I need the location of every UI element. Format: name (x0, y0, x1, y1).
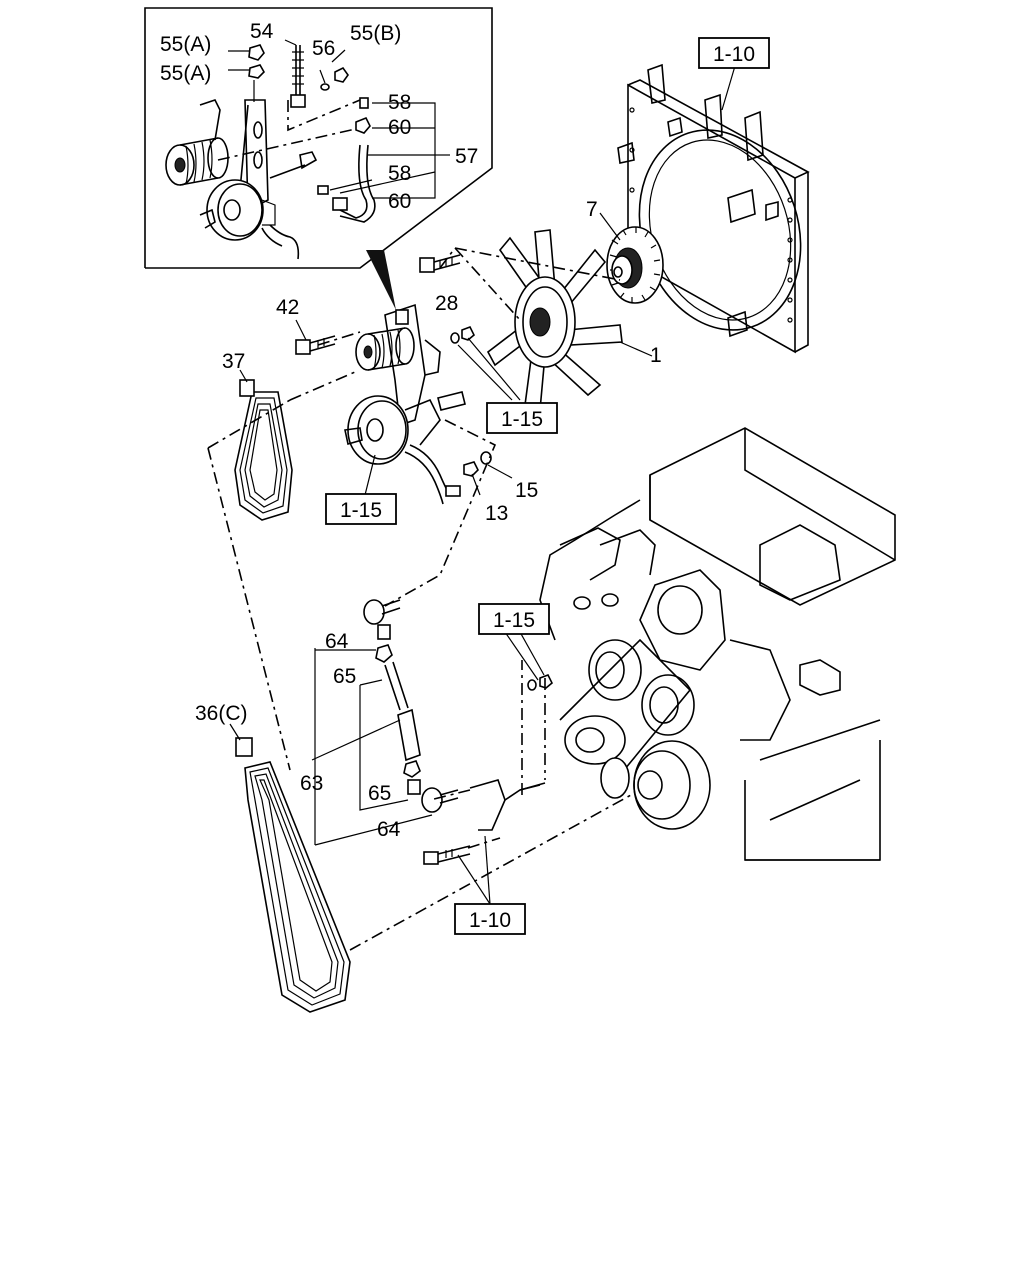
hose-route (384, 419, 497, 607)
ref-leader-mid (504, 631, 539, 681)
ref-label: 1-15 (340, 499, 382, 522)
inset-pointer (366, 250, 396, 310)
ref-leader-left (364, 454, 376, 496)
ref-leader-mid-2 (519, 631, 545, 676)
callout-64: 64 (325, 630, 349, 653)
ref-leader-bottom-2 (484, 835, 491, 905)
ref-box-1-10-top: 1-10 (698, 37, 770, 69)
callout-65: 65 (333, 665, 356, 688)
fan-clutch (599, 212, 664, 304)
ref-leader (721, 65, 736, 111)
callout-60: 60 (388, 190, 411, 213)
callout-65: 65 (368, 782, 391, 805)
fan-center-line (454, 247, 621, 281)
bracket-line (429, 789, 471, 801)
idler-assembly (295, 254, 521, 505)
callout-60: 60 (388, 116, 411, 139)
callout-63: 63 (300, 772, 323, 795)
callout-58: 58 (388, 91, 411, 114)
callout-42: 42 (276, 296, 299, 319)
callout-7: 7 (586, 198, 598, 221)
ref-box-1-10-bottom: 1-10 (454, 903, 526, 935)
bolt28-line (439, 247, 456, 269)
bolt-line (454, 247, 521, 321)
ref-box-1-15-mid: 1-15 (478, 603, 550, 635)
callout-15: 15 (515, 479, 538, 502)
callouts: 55(A) 55(A) 54 56 55(B) 58 60 57 58 60 7… (160, 20, 662, 841)
callout-58: 58 (388, 162, 411, 185)
callout-28: 28 (435, 292, 458, 315)
belt-36c-line (349, 789, 641, 951)
fan-belt-37 (234, 369, 293, 521)
callout-1: 1 (650, 344, 662, 367)
ref-label: 1-15 (501, 408, 543, 431)
ref-box-1-15-fan: 1-15 (486, 402, 558, 434)
ref-leader-bottom (457, 854, 491, 905)
hose-line (311, 599, 459, 846)
ref-label: 1-10 (713, 43, 755, 66)
callout-37: 37 (222, 350, 245, 373)
ref-label: 1-15 (493, 609, 535, 632)
cooling-fan (486, 229, 653, 412)
callout-13: 13 (485, 502, 508, 525)
callout-57: 57 (455, 145, 478, 168)
belt-line (207, 371, 356, 771)
callout-56: 56 (312, 37, 335, 60)
callout-55a: 55(A) (160, 62, 211, 85)
radiator-shroud (617, 63, 810, 354)
callout-55a: 55(A) (160, 33, 211, 56)
belt-36c (229, 723, 351, 1013)
callout-55b: 55(B) (350, 22, 401, 45)
ref-label: 1-10 (469, 909, 511, 932)
callout-36c: 36(C) (195, 702, 248, 725)
bolt-line-bottom (467, 837, 501, 849)
callout-54: 54 (250, 20, 274, 43)
callout-64: 64 (377, 818, 401, 841)
bolt42-line (317, 331, 361, 346)
ref-box-1-15-left: 1-15 (325, 493, 397, 525)
inset-detail (144, 7, 493, 269)
engine (423, 427, 896, 865)
